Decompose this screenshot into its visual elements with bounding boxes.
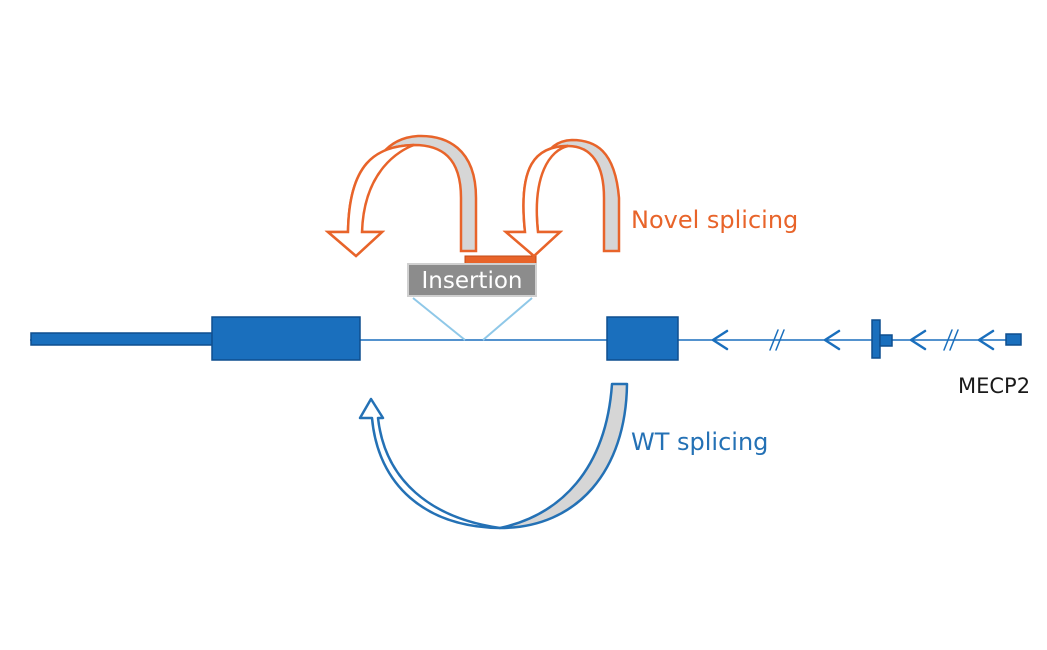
novel-exon-bar — [464, 255, 537, 265]
break-marks — [769, 329, 959, 351]
break-mark-icon — [943, 329, 953, 351]
chevron-left-icon — [909, 329, 927, 351]
exon-right — [606, 316, 679, 361]
break-mark-icon — [769, 329, 779, 351]
wt-splice-arc-back — [498, 382, 629, 530]
novel-splice-arc-left-front — [324, 143, 415, 258]
exon-small — [871, 319, 881, 359]
chevron-left-icon — [823, 329, 841, 351]
chevron-left-icon — [711, 329, 729, 351]
break-mark-icon — [775, 329, 785, 351]
direction-chevrons — [711, 329, 995, 351]
exon-small-stub — [879, 334, 893, 347]
insertion-label: Insertion — [421, 268, 522, 294]
chevron-left-icon — [977, 329, 995, 351]
insertion-box — [407, 263, 537, 297]
gene-name-label: MECP2 — [958, 374, 1030, 398]
break-mark-icon — [949, 329, 959, 351]
wt-splice-arc-front — [358, 397, 502, 530]
novel-splicing-label: Novel splicing — [631, 206, 798, 234]
wt-splicing-label: WT splicing — [631, 428, 768, 456]
novel-splice-arc-right-front — [502, 144, 569, 258]
insertion-connector — [412, 297, 533, 341]
exon-end — [1005, 333, 1022, 346]
exon-left — [211, 316, 361, 361]
utr-segment — [30, 332, 215, 346]
